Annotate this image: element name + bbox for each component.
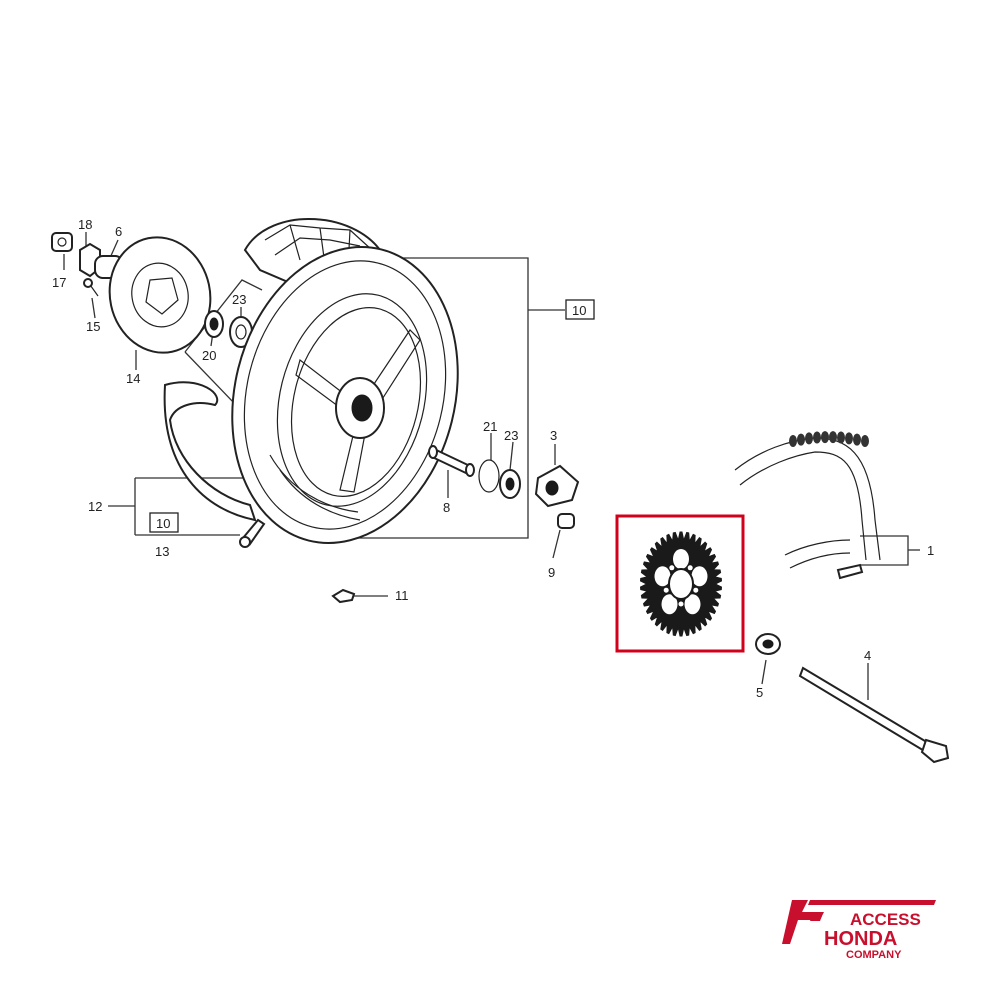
sprocket-bolt-hole bbox=[669, 565, 675, 571]
chain-link bbox=[789, 435, 797, 447]
callout-4[interactable]: 4 bbox=[864, 648, 871, 663]
highlight-box bbox=[615, 514, 745, 653]
callout-1[interactable]: 1 bbox=[927, 543, 934, 558]
callout-14[interactable]: 14 bbox=[126, 371, 140, 386]
callout-3[interactable]: 3 bbox=[550, 428, 557, 443]
callout-9[interactable]: 9 bbox=[548, 565, 555, 580]
chain-link bbox=[837, 431, 845, 444]
master-link bbox=[836, 563, 864, 580]
callout-23-left[interactable]: 23 bbox=[232, 292, 246, 307]
tire-sidewall-12 bbox=[163, 381, 257, 522]
box-10-bottom bbox=[149, 512, 179, 533]
sprocket-window bbox=[661, 594, 678, 615]
axle-4 bbox=[798, 666, 950, 764]
sprocket-bolt-hole bbox=[687, 565, 693, 571]
sprocket-window bbox=[654, 566, 671, 587]
collar-9 bbox=[557, 513, 575, 529]
box-10-top bbox=[565, 299, 595, 320]
drive-chain-1 bbox=[734, 431, 881, 580]
sprocket-window bbox=[691, 566, 708, 587]
chain-link bbox=[813, 431, 821, 444]
callout-18[interactable]: 18 bbox=[78, 217, 92, 232]
chain-link bbox=[845, 432, 853, 445]
right-side-hub-parts bbox=[428, 445, 580, 529]
callout-15[interactable]: 15 bbox=[86, 319, 100, 334]
sprocket-window bbox=[684, 594, 701, 615]
access-honda-logo: ACCESS HONDA COMPANY bbox=[782, 900, 936, 961]
chain-link bbox=[853, 433, 861, 446]
callout-12[interactable]: 12 bbox=[88, 499, 102, 514]
valve-stem-13 bbox=[239, 518, 266, 548]
callout-6[interactable]: 6 bbox=[115, 224, 122, 239]
chain-link bbox=[805, 432, 813, 445]
logo-access: ACCESS bbox=[850, 910, 921, 929]
bearings-left bbox=[204, 310, 253, 348]
oring-21 bbox=[478, 459, 500, 493]
balance-weight-11 bbox=[331, 588, 356, 604]
callout-13[interactable]: 13 bbox=[155, 544, 169, 559]
sprocket-window bbox=[673, 549, 689, 569]
callout-5[interactable]: 5 bbox=[756, 685, 763, 700]
logo-company: COMPANY bbox=[846, 949, 902, 961]
rear-sprocket[interactable] bbox=[639, 531, 723, 637]
rear-sprocket-highlight[interactable] bbox=[615, 514, 745, 653]
chain-link bbox=[797, 433, 805, 446]
chain-link bbox=[829, 431, 837, 444]
logo-mark bbox=[782, 900, 824, 944]
sprocket-center-hole bbox=[668, 568, 694, 600]
logo-honda: HONDA bbox=[824, 928, 897, 950]
callout-8[interactable]: 8 bbox=[443, 500, 450, 515]
sprocket-bolt-hole bbox=[678, 601, 684, 607]
chain-link bbox=[821, 431, 829, 444]
callout-10-bottom[interactable]: 10 bbox=[156, 516, 170, 531]
rear-tire-and-wheel bbox=[163, 218, 459, 544]
sprocket-bolt-hole bbox=[663, 587, 669, 593]
brake-disc-14 bbox=[108, 236, 212, 354]
callout-23-right[interactable]: 23 bbox=[504, 428, 518, 443]
sprocket-bolt-hole bbox=[693, 587, 699, 593]
callout-21[interactable]: 21 bbox=[483, 419, 497, 434]
boxed-callouts: 10 10 bbox=[149, 299, 595, 533]
callout-17[interactable]: 17 bbox=[52, 275, 66, 290]
callout-labels: 1 3 4 5 6 8 9 11 12 13 14 15 17 18 20 21… bbox=[52, 217, 934, 700]
chain-link bbox=[861, 435, 869, 447]
callout-11[interactable]: 11 bbox=[395, 588, 409, 603]
callout-10-top[interactable]: 10 bbox=[572, 303, 586, 318]
bolt-17 bbox=[51, 232, 73, 252]
callout-20[interactable]: 20 bbox=[202, 348, 216, 363]
collar-5 bbox=[755, 633, 781, 655]
